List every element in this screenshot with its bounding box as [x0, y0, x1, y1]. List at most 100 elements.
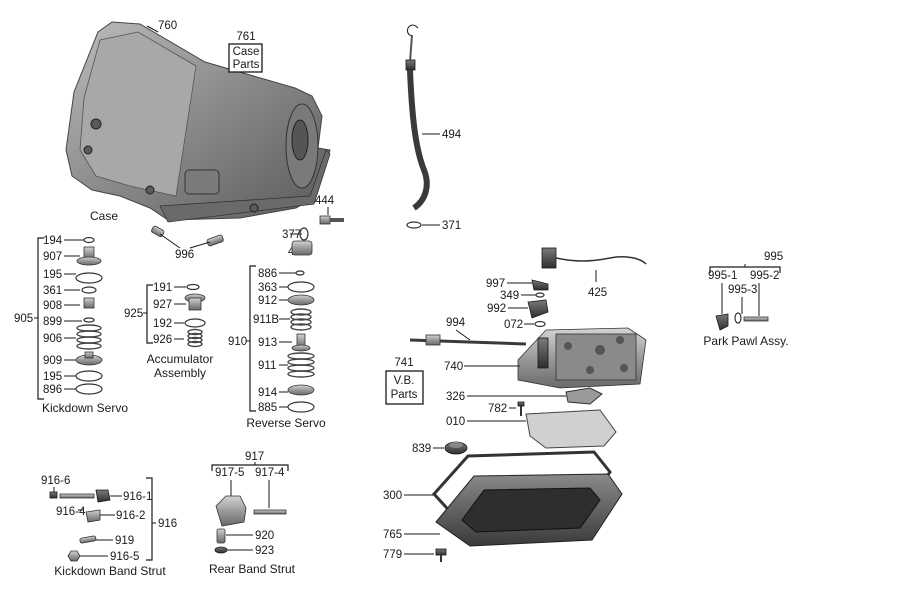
valve-body-740: 740: [444, 327, 647, 389]
label-case-part: 760: [158, 20, 177, 32]
label-920: 920: [255, 530, 274, 542]
label-994: 994: [446, 317, 466, 329]
label-425: 425: [588, 287, 607, 299]
label-996: 996: [175, 249, 194, 261]
caption-kickdown-band-strut: Kickdown Band Strut: [54, 564, 166, 578]
label-916: 916: [158, 518, 177, 530]
vb-parts-box-number: 741: [394, 357, 413, 369]
reverse-servo-spring: [287, 352, 315, 378]
label-912: 912: [258, 295, 277, 307]
caption-case: Case: [90, 209, 118, 223]
label-916-1: 916-1: [123, 491, 152, 503]
label-195b: 195: [43, 371, 62, 383]
caption-accumulator-1: Accumulator: [147, 352, 214, 366]
valve-body-small-parts: 997 349 992 072: [486, 278, 549, 331]
pan-765: 765: [383, 473, 623, 547]
case-parts-box-number: 761: [236, 31, 255, 43]
label-905: 905: [14, 313, 33, 325]
gasket-326: 326: [446, 387, 603, 405]
label-917-5: 917-5: [215, 467, 244, 479]
kickdown-servo-group: 905 194 907 195 361 908 899 906 909: [14, 235, 128, 415]
caption-accumulator-2: Assembly: [154, 366, 206, 380]
label-916-5: 916-5: [110, 551, 139, 563]
label-326: 326: [446, 391, 465, 403]
label-349: 349: [500, 290, 519, 302]
oring-377: 377: [282, 227, 309, 241]
oring-371: 371: [406, 220, 461, 232]
label-192: 192: [153, 318, 172, 330]
label-917-4: 917-4: [255, 467, 285, 479]
kickdown-band-strut-group: 916 916-6 916-1 916-4 916-2 919 916-5 Ki…: [41, 475, 177, 578]
label-740: 740: [444, 361, 463, 373]
label-010: 010: [446, 416, 465, 428]
label-927: 927: [153, 299, 172, 311]
filter-010: 010: [446, 409, 617, 449]
label-997: 997: [486, 278, 505, 290]
label-925: 925: [124, 308, 143, 320]
label-782: 782: [488, 403, 507, 415]
magnet-839: 839: [412, 441, 468, 455]
shaft-994: 994: [409, 317, 527, 346]
label-909: 909: [43, 355, 62, 367]
label-839: 839: [412, 443, 431, 455]
valve-body-parts-box: 741 V.B. Parts: [385, 357, 424, 405]
reverse-servo-spring-small: [290, 308, 312, 331]
dipstick-tube-494: 494: [405, 24, 462, 211]
label-779: 779: [383, 549, 402, 561]
label-194: 194: [43, 235, 63, 247]
governor-plug-996: 996: [151, 225, 224, 261]
kickdown-servo-spring: [76, 324, 102, 350]
label-908: 908: [43, 300, 62, 312]
sensor-444: 444: [315, 195, 344, 225]
label-995-3: 995-3: [728, 284, 757, 296]
vb-parts-box-line2: Parts: [391, 389, 418, 401]
accumulator-spring: [187, 328, 203, 348]
label-910: 910: [228, 336, 247, 348]
label-914: 914: [258, 387, 278, 399]
label-917: 917: [245, 451, 264, 463]
label-992: 992: [487, 303, 506, 315]
label-916-6: 916-6: [41, 475, 70, 487]
bolt-782: 782: [488, 401, 525, 416]
rear-band-strut-group: 917 917-5 917-4 920 923 Rear Band Strut: [209, 451, 296, 576]
harness-425: 425: [541, 247, 647, 299]
vb-parts-box-line1: V.B.: [394, 375, 415, 387]
label-195: 195: [43, 269, 62, 281]
label-911: 911: [258, 360, 276, 372]
pan-bolt-779: 779: [383, 548, 447, 562]
label-885: 885: [258, 402, 277, 414]
caption-park-pawl: Park Pawl Assy.: [703, 334, 788, 348]
label-072: 072: [504, 319, 523, 331]
label-191: 191: [153, 282, 172, 294]
connector-410: 410: [288, 240, 313, 258]
label-377: 377: [282, 229, 301, 241]
label-926: 926: [153, 334, 172, 346]
label-886: 886: [258, 268, 277, 280]
label-896: 896: [43, 384, 62, 396]
label-444: 444: [315, 195, 335, 207]
label-995: 995: [764, 251, 783, 263]
label-363: 363: [258, 282, 277, 294]
label-300: 300: [383, 490, 402, 502]
label-765: 765: [383, 529, 402, 541]
case-parts-box-line2: Parts: [233, 59, 260, 71]
accumulator-group: 925 191 927 192 926 Accumulator Assembly: [124, 282, 213, 380]
caption-rear-band-strut: Rear Band Strut: [209, 562, 296, 576]
case-parts-box: 761 Case Parts: [228, 31, 263, 73]
label-494: 494: [442, 129, 462, 141]
label-913: 913: [258, 337, 277, 349]
label-371: 371: [442, 220, 461, 232]
label-899: 899: [43, 316, 62, 328]
caption-kickdown-servo: Kickdown Servo: [42, 401, 128, 415]
caption-reverse-servo: Reverse Servo: [246, 416, 326, 430]
label-916-4: 916-4: [56, 506, 86, 518]
label-995-2: 995-2: [750, 270, 779, 282]
label-907: 907: [43, 251, 62, 263]
case-parts-box-line1: Case: [233, 46, 260, 58]
label-916-2: 916-2: [116, 510, 145, 522]
label-911b: 911B: [253, 314, 279, 326]
label-919: 919: [115, 535, 134, 547]
label-906: 906: [43, 333, 62, 345]
park-pawl-group: 995 995-1 995-2 995-3 Park Pawl Assy.: [703, 251, 788, 348]
